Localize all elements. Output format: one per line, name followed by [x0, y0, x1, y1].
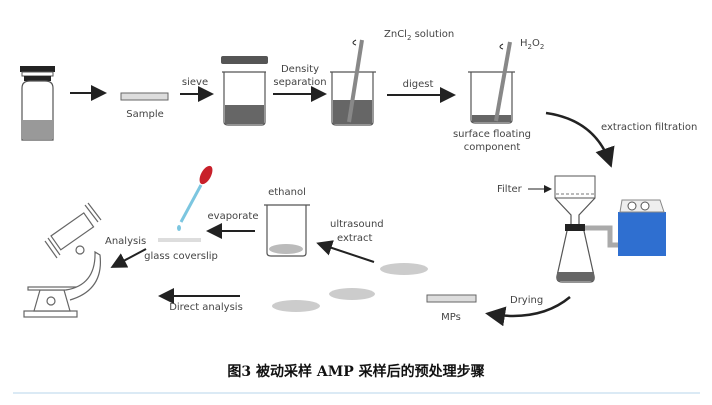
label-glass-coverslip: glass coverslip [144, 251, 218, 262]
microscope-icon [23, 202, 102, 318]
beaker-h2o2-icon [468, 41, 515, 124]
label-extract: extract [337, 233, 373, 244]
label-drying: Drying [510, 295, 543, 306]
curved-arrow [545, 111, 615, 168]
label-sieve: sieve [182, 77, 208, 88]
arrow [316, 240, 375, 263]
arrow [110, 248, 147, 268]
label-filter: Filter [497, 184, 523, 195]
beaker-with-sieve-icon [221, 56, 268, 126]
sample-bottle-icon [20, 66, 55, 141]
label-evaporate: evaporate [208, 211, 259, 222]
vacuum-filtration-icon [554, 175, 666, 283]
ethanol-beaker-icon [264, 204, 310, 257]
label-digest: digest [403, 79, 434, 90]
sample-slide-icon [120, 92, 169, 101]
label-mps: MPs [441, 312, 461, 323]
label-ultrasound: ultrasound [330, 219, 384, 230]
glass-coverslip-icon [158, 238, 201, 242]
label-extraction-filtration: extraction filtration [601, 122, 697, 133]
label-ethanol: ethanol [268, 187, 306, 198]
figure-caption: 图3 被动采样 AMP 采样后的预处理步骤 [227, 363, 484, 380]
label-density: Density [281, 64, 319, 75]
label-analysis: Analysis [105, 236, 146, 247]
label-sample: Sample [126, 109, 164, 120]
mps-slide-icon [426, 294, 477, 303]
pipette-icon [177, 165, 213, 231]
label-separation: separation [273, 77, 326, 88]
label-surface-floating: surface floating [453, 129, 531, 140]
curved-arrow [485, 296, 571, 327]
beaker-zncl2-icon [330, 39, 376, 126]
filter-disk-icon [380, 263, 428, 275]
label-component: component [464, 142, 521, 153]
label-direct-analysis: Direct analysis [169, 302, 243, 313]
label-zncl2-solution: ZnCl2 solution [384, 29, 454, 42]
label-h2o2: H2O2 [520, 38, 544, 51]
filter-disk-icon [272, 300, 320, 312]
filter-disk-icon [329, 288, 375, 300]
